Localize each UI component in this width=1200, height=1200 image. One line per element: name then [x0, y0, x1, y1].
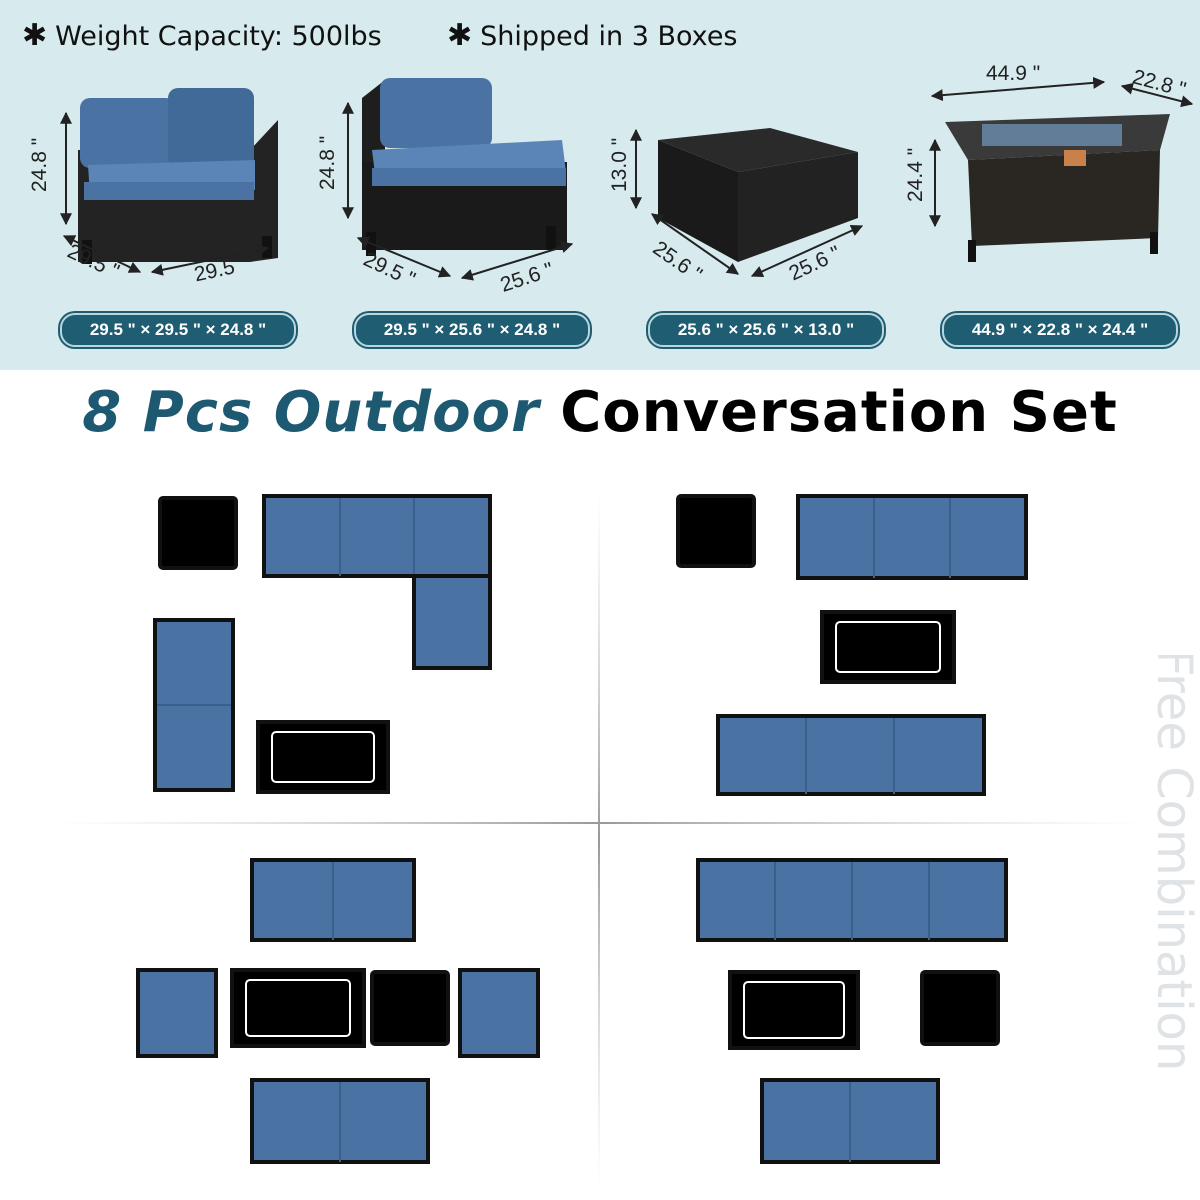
title-part-2: Conversation Set	[560, 380, 1118, 445]
layout-4	[696, 858, 1008, 1164]
firepit-dimension-pill: 44.9 " × 22.8 " × 24.4 "	[942, 313, 1178, 347]
free-combination-text: Free Combination	[1146, 655, 1200, 1071]
page-title: 8 Pcs Outdoor Conversation Set	[0, 380, 1200, 445]
feature-weight-text: Weight Capacity: 500lbs	[55, 21, 382, 52]
asterisk-icon: ✱	[22, 18, 48, 53]
corner-dimension-pill: 29.5 " × 29.5 " × 24.8 "	[60, 313, 296, 347]
side-label: Free Combination	[1146, 655, 1200, 1071]
armless-height-label: 24.8 "	[316, 135, 339, 190]
divider-horizontal	[50, 822, 1150, 824]
feature-weight: ✱Weight Capacity: 500lbs	[22, 18, 382, 53]
corner-sofa-image	[60, 88, 278, 276]
armless-dimension-pill: 29.5 " × 25.6 " × 24.8 "	[354, 313, 590, 347]
corner-height-label: 24.8 "	[28, 137, 51, 192]
ottoman-image	[630, 128, 864, 277]
firepit-height-label: 24.4 "	[904, 147, 927, 202]
firepit-width-label: 44.9 "	[986, 62, 1041, 85]
ottoman-height-label: 13.0 "	[608, 137, 631, 192]
divider-vertical	[598, 490, 600, 1190]
title-part-1: 8 Pcs Outdoor	[82, 380, 540, 445]
layout-2	[676, 494, 1028, 796]
fire-pit-image	[929, 76, 1194, 262]
ottoman-dimension-pill: 25.6 " × 25.6 " × 13.0 "	[648, 313, 884, 347]
layout-plans	[50, 490, 1150, 1190]
feature-boxes: ✱Shipped in 3 Boxes	[447, 18, 738, 53]
asterisk-icon: ✱	[447, 18, 473, 53]
product-illustrations	[60, 76, 1194, 281]
layout-1	[153, 494, 492, 794]
feature-boxes-text: Shipped in 3 Boxes	[480, 21, 738, 52]
armless-sofa-image	[342, 78, 574, 281]
layout-3	[136, 858, 540, 1164]
